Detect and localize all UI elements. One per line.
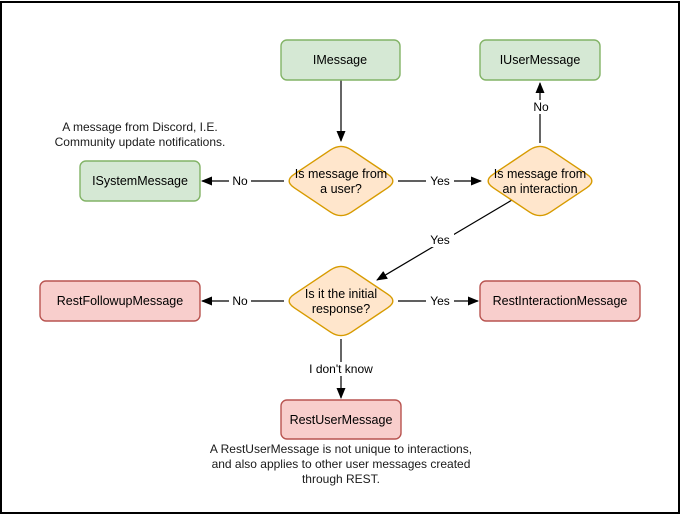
decision-interaction-diamond — [487, 145, 593, 217]
node-restusermessage-box — [280, 399, 402, 440]
node-restfollowupmessage: RestFollowupMessage — [39, 280, 201, 322]
edge-label-text: No — [232, 174, 248, 188]
edge-label-bg — [530, 100, 552, 114]
node-imessage: IMessage — [280, 39, 401, 81]
edge-label-bg — [426, 294, 454, 308]
edge-label-interaction-yes: Yes — [426, 233, 454, 247]
decision-user-diamond — [288, 145, 394, 217]
edge-label-text: No — [533, 100, 549, 114]
node-iusermessage: IUserMessage — [479, 39, 601, 81]
node-restinteractionmessage: RestInteractionMessage — [479, 280, 641, 322]
edge-label-initial-yes: Yes — [426, 294, 454, 308]
node-imessage-label: IMessage — [313, 53, 367, 67]
decision-is-initial-response: Is it the initial response? — [288, 265, 394, 337]
annotation-rest-user-message-note: A RestUserMessage is not unique to inter… — [210, 442, 472, 486]
edge-label-text: Yes — [430, 174, 450, 188]
rest-note-line-3: through REST. — [302, 472, 380, 486]
decision-interaction-label-line1: Is message from — [494, 167, 586, 181]
rest-note-line-2: and also applies to other user messages … — [212, 457, 471, 471]
edge-label-bg — [229, 174, 251, 188]
edge-label-i-dont-know: I don't know — [308, 362, 374, 376]
node-restusermessage-label: RestUserMessage — [290, 413, 393, 427]
node-restinteractionmessage-label: RestInteractionMessage — [493, 294, 628, 308]
node-imessage-box — [280, 39, 401, 81]
node-isystemmessage-label: ISystemMessage — [92, 174, 188, 188]
decision-is-message-from-interaction: Is message from an interaction — [487, 145, 593, 217]
node-restfollowupmessage-label: RestFollowupMessage — [57, 294, 183, 308]
decision-interaction-label-line2: an interaction — [502, 182, 577, 196]
edge-label-text: Yes — [430, 233, 450, 247]
node-restinteractionmessage-box — [479, 280, 641, 322]
decision-user-label-line2: a user? — [320, 182, 362, 196]
decision-initial-label-line2: response? — [312, 302, 370, 316]
node-iusermessage-label: IUserMessage — [500, 53, 581, 67]
system-note-line-1: A message from Discord, I.E. — [62, 120, 217, 134]
edge-label-bg — [426, 174, 454, 188]
edge-label-user-yes: Yes — [426, 174, 454, 188]
edge-label-interaction-no: No — [530, 100, 552, 114]
annotation-system-message-note: A message from Discord, I.E. Community u… — [55, 120, 226, 149]
system-note-line-2: Community update notifications. — [55, 135, 226, 149]
decision-is-message-from-user: Is message from a user? — [288, 145, 394, 217]
edge-label-text: Yes — [430, 294, 450, 308]
edge-label-initial-no: No — [229, 294, 251, 308]
edge-label-bg — [229, 294, 251, 308]
node-restusermessage: RestUserMessage — [280, 399, 402, 440]
edge-label-text: I don't know — [309, 362, 373, 376]
edge-label-text: No — [232, 294, 248, 308]
decision-user-label-line1: Is message from — [295, 167, 387, 181]
node-isystemmessage-box — [79, 160, 201, 202]
rest-note-line-1: A RestUserMessage is not unique to inter… — [210, 442, 472, 456]
edge-label-bg — [308, 362, 374, 376]
node-isystemmessage: ISystemMessage — [79, 160, 201, 202]
decision-initial-label-line1: Is it the initial — [305, 287, 377, 301]
edge-label-user-no: No — [229, 174, 251, 188]
node-iusermessage-box — [479, 39, 601, 81]
node-restfollowupmessage-box — [39, 280, 201, 322]
decision-initial-diamond — [288, 265, 394, 337]
edge-label-bg — [426, 233, 454, 247]
